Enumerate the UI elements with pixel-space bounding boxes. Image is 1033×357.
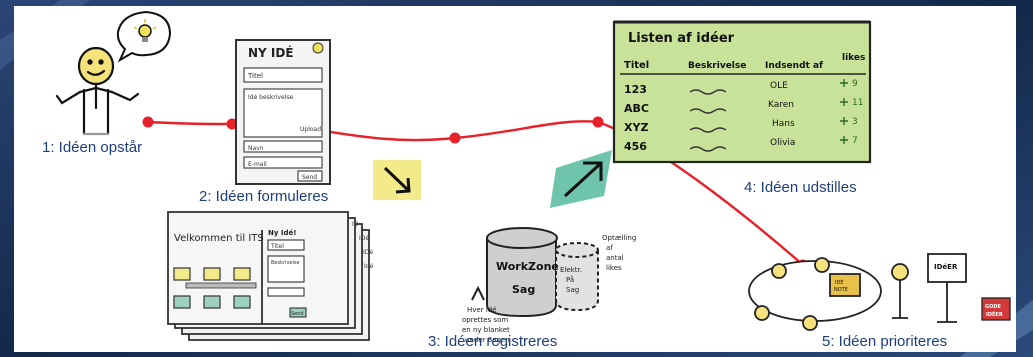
row-4-likes: 7 (852, 136, 858, 146)
row-3-title: XYZ (624, 121, 648, 134)
stand-label-1: GODE (985, 304, 1002, 310)
database-icon (471, 227, 599, 318)
form-sketch (235, 39, 331, 185)
db-side-label-1: Elektr. (560, 266, 582, 274)
table-note-2: NOTE (834, 287, 848, 293)
col-title: Titel (624, 60, 649, 71)
portal-sidebar-title: Ny Idé! (268, 229, 296, 237)
step-1-label: 1: Idéen opstår (42, 139, 143, 156)
portal-tab-1: ID (352, 221, 359, 228)
note-top-3: antal (606, 254, 624, 262)
note-top-1: Optælling (602, 234, 636, 242)
ideas-board (612, 20, 872, 164)
arrow-up-right-icon (550, 150, 612, 208)
note-bottom-1: Hver idé (467, 306, 497, 314)
stand-label-2: IDÉER (986, 310, 1003, 318)
row-1-likes: 9 (852, 79, 858, 89)
meeting-sketch (748, 253, 967, 331)
person-icon (55, 46, 140, 136)
row-4-author: Olivia (770, 138, 795, 148)
like-marks (840, 79, 848, 144)
step-2-label: 2: Idéen formuleres (199, 188, 329, 205)
portal-field-description: Beskrivelse (271, 260, 300, 266)
form-field-description: Idé beskrivelse (248, 94, 293, 101)
table-note-1: IDÉ (835, 278, 843, 286)
portal-send: Send (291, 311, 304, 317)
note-bottom-3: en ny blanket (462, 326, 510, 334)
col-description: Beskrivelse (688, 61, 746, 71)
whiteboard-label: IDéER (934, 263, 958, 271)
description-squiggles (689, 89, 727, 152)
col-author: Indsendt af (765, 61, 823, 71)
row-4-title: 456 (624, 140, 647, 153)
note-top-4: likes (606, 264, 622, 272)
step-5-label: 5: Idéen prioriteres (822, 333, 948, 350)
db-side-label-2: På (566, 275, 574, 284)
board-title: Listen af idéer (628, 31, 735, 46)
form-field-email: E-mail (248, 161, 267, 168)
row-2-likes: 11 (852, 98, 863, 108)
row-1-title: 123 (624, 83, 647, 96)
step-4-label: 4: Idéen udstilles (744, 179, 857, 196)
portal-field-title: Titel (270, 243, 284, 250)
row-2-title: ABC (624, 102, 649, 115)
portal-tab-3: IDé (363, 249, 373, 256)
row-1-author: OLE (770, 81, 788, 91)
portal-tab-2: IDé (359, 235, 369, 242)
portal-tab-4: Idé (364, 263, 374, 270)
col-likes: likes (842, 53, 865, 63)
form-send: Send (302, 174, 317, 181)
lightbulb-icon (116, 10, 172, 63)
db-label-1: WorkZone (496, 260, 559, 273)
portal-sketch (167, 211, 370, 341)
form-field-title: Titel (247, 72, 263, 80)
note-bottom-4: under Sagen (465, 336, 510, 344)
note-bottom-2: oprettes som (462, 316, 508, 324)
lightbulb-small-icon (312, 42, 324, 54)
timeline-dot-3 (449, 132, 461, 144)
row-3-likes: 3 (852, 117, 858, 127)
db-side-label-3: Sag (566, 286, 579, 294)
arrow-down-right-icon (373, 160, 421, 200)
note-top-2: af (606, 244, 613, 252)
form-title: NY IDÉ (248, 45, 294, 60)
timeline-dot-1 (142, 116, 154, 128)
step-3-label: 3: Idéen registreres (428, 333, 558, 350)
row-2-author: Karen (768, 100, 794, 110)
form-field-name: Navn (248, 145, 264, 152)
timeline-dot-4 (592, 116, 604, 128)
form-upload: Upload (300, 126, 321, 133)
row-3-author: Hans (772, 119, 795, 129)
portal-welcome: Velkommen til ITS (174, 233, 264, 244)
red-box-icon (981, 297, 1011, 321)
timeline-dot-2 (226, 118, 238, 130)
db-label-2: Sag (512, 283, 535, 296)
